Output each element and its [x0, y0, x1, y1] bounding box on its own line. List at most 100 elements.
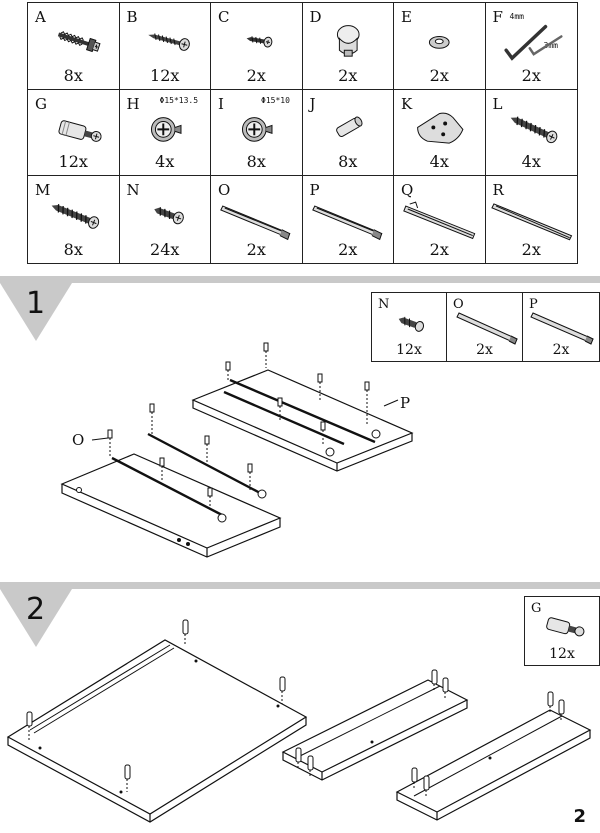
dowel-connector-icon: [546, 617, 585, 637]
part-letter: L: [492, 94, 503, 113]
part-cell-b: B 12x: [119, 3, 211, 90]
part-cell-m: M 8x: [28, 176, 120, 263]
step2-assembly-drawing: [6, 619, 592, 823]
part-letter: E: [401, 8, 412, 26]
spec-label: 3mm: [543, 41, 558, 50]
step-number: 1: [26, 286, 46, 321]
step1-assembly-drawing: [60, 342, 414, 558]
part-letter: I: [218, 94, 224, 113]
wooden-dowel-icon: [335, 116, 363, 137]
part-cell-g: G 12x: [28, 89, 120, 177]
part-letter: N: [126, 181, 140, 200]
part-cell-l: L 4x: [485, 90, 577, 177]
cam-lock-icon: [150, 116, 181, 142]
step1-parts-inset: N 12x O 2x P 2x: [371, 292, 600, 362]
part-letter: R: [492, 181, 504, 200]
part-quantity: 8x: [63, 239, 83, 259]
inset-letter: O: [453, 297, 464, 312]
part-cell-c: C 2x: [211, 3, 303, 90]
part-quantity: 12x: [58, 152, 88, 172]
part-cell-e: E 2x: [394, 3, 486, 90]
part-cell-n: N 24x: [120, 176, 211, 263]
short-screw-icon: [398, 316, 425, 332]
part-letter: K: [401, 94, 413, 113]
part-quantity: 2x: [246, 239, 266, 259]
step-number: 2: [26, 592, 46, 627]
part-quantity: 2x: [521, 65, 541, 85]
cam-lock-icon: [241, 116, 273, 142]
part-cell-d: D 2x: [302, 3, 394, 90]
inset-letter: G: [531, 601, 542, 616]
inset-cell-p: P 2x: [523, 293, 599, 361]
part-quantity: 2x: [338, 65, 358, 85]
long-screw-icon: [510, 116, 557, 143]
part-letter: D: [309, 8, 322, 26]
inset-quantity: 12x: [549, 646, 575, 662]
dowel-markers: [26, 619, 565, 798]
part-cell-p: P 2x: [303, 176, 394, 263]
part-quantity: 2x: [429, 65, 449, 85]
part-quantity: 8x: [63, 65, 83, 85]
part-quantity: 2x: [521, 239, 541, 259]
callout-label-o: O: [72, 431, 85, 449]
part-cell-o: O 2x: [211, 176, 303, 263]
knob-icon: [336, 25, 360, 57]
part-quantity: 12x: [150, 65, 180, 85]
part-cell-i: I Φ15*10 8x: [211, 89, 303, 177]
part-quantity: 2x: [338, 239, 358, 259]
drawer-rail-icon: [403, 201, 476, 240]
part-cell-h: H Φ15*13.5 4x: [119, 89, 211, 177]
allen-key-icon: [503, 24, 563, 61]
inset-letter: P: [529, 297, 538, 312]
page-number: 2: [573, 806, 586, 827]
part-cell-r: R 2x: [486, 176, 578, 263]
drawer-rail-icon: [456, 312, 518, 345]
wood-screw-icon: [147, 33, 190, 51]
part-quantity: 4x: [429, 152, 449, 172]
part-letter: F: [492, 8, 503, 26]
part-letter: J: [309, 94, 316, 113]
part-quantity: 24x: [150, 239, 180, 259]
part-cell-j: J 8x: [302, 89, 394, 177]
step-divider: [0, 276, 600, 283]
spec-label: Φ15*13.5: [159, 95, 199, 105]
part-letter: O: [218, 181, 231, 200]
part-quantity: 4x: [155, 152, 175, 172]
inset-letter: N: [378, 297, 390, 312]
step-marker: [0, 283, 72, 341]
cam-bolt-screw-icon: [57, 31, 101, 53]
callout-label-p: P: [400, 394, 411, 412]
part-letter: G: [35, 94, 47, 113]
part-quantity: 8x: [338, 152, 358, 172]
drawer-rail-icon: [220, 205, 291, 241]
part-quantity: 2x: [246, 65, 266, 85]
long-screw-icon: [51, 204, 100, 230]
drawer-rail-icon: [530, 312, 594, 345]
small-screw-icon: [246, 36, 273, 48]
parts-grid: A 8x B 12x C: [27, 2, 578, 264]
side-panel-right: [191, 369, 414, 472]
step-marker: [0, 589, 72, 647]
part-letter: C: [218, 8, 230, 26]
part-cell-k: K 4x: [394, 89, 486, 177]
short-screw-icon: [153, 207, 184, 225]
step-divider: [0, 582, 600, 589]
part-cell-f: F 4mm 3mm 2x: [485, 3, 577, 90]
inset-quantity: 12x: [396, 342, 422, 358]
spec-label: Φ15*10: [261, 95, 290, 105]
part-letter: H: [126, 94, 140, 113]
part-letter: P: [309, 181, 320, 200]
step2-parts-inset: G 12x: [524, 596, 600, 666]
inset-quantity: 2x: [476, 342, 493, 358]
drawer-rail-icon: [490, 203, 572, 241]
part-quantity: 8x: [246, 152, 266, 172]
side-panel-left: [60, 432, 282, 558]
washer-icon: [428, 35, 450, 49]
part-cell-q: Q 2x: [394, 176, 486, 263]
inset-cell-n: N 12x: [372, 293, 447, 361]
mounting-plate-icon: [417, 112, 464, 144]
spec-label: 4mm: [509, 12, 524, 21]
dowel-connector-icon: [58, 119, 102, 142]
part-quantity: 4x: [521, 152, 541, 172]
part-quantity: 2x: [429, 239, 449, 259]
